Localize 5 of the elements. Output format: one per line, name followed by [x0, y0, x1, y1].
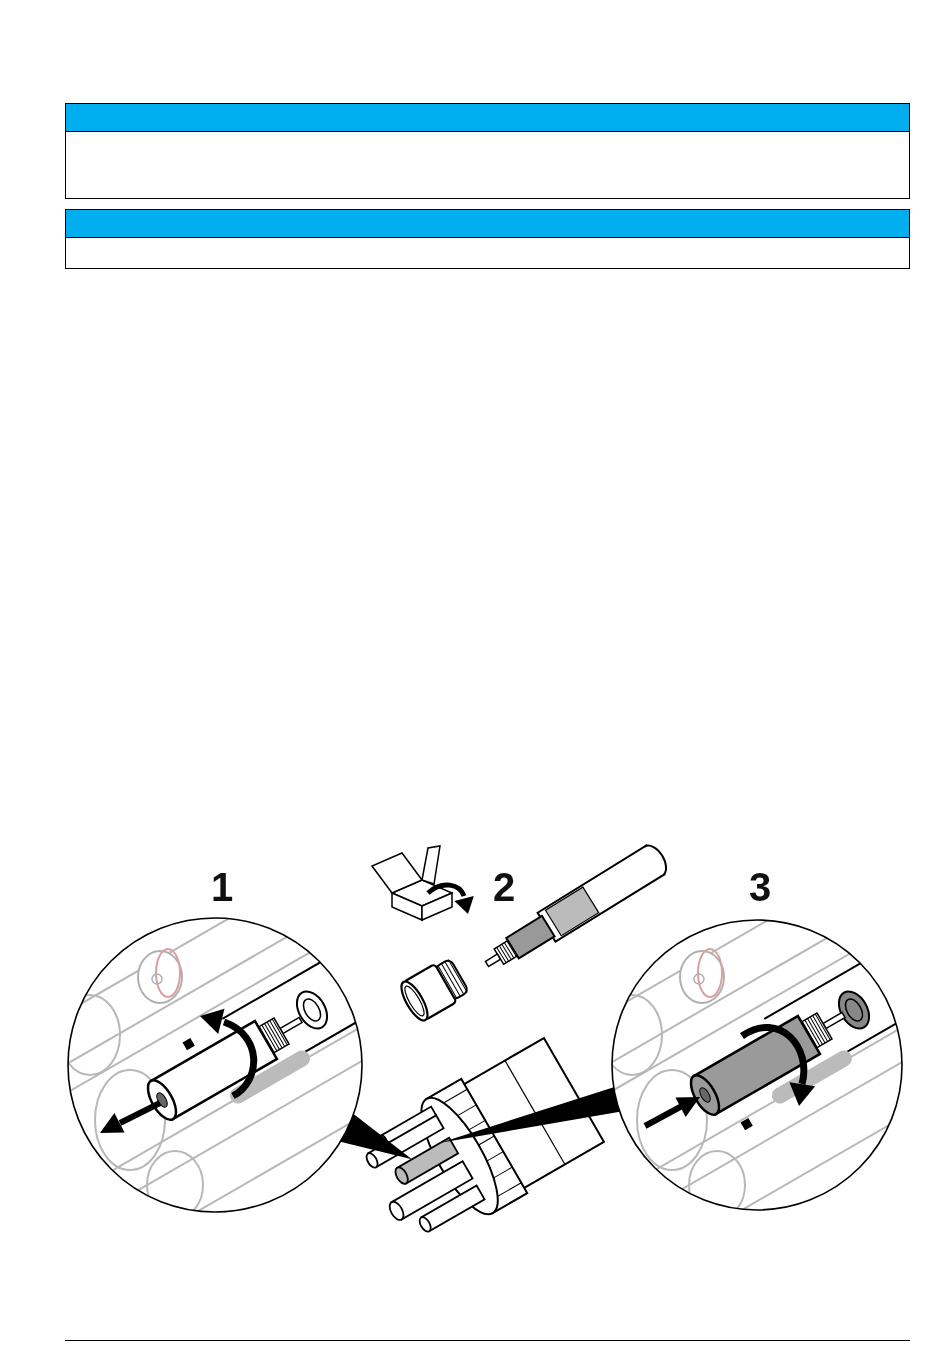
magnifier-wedge — [440, 1087, 620, 1143]
magnifier-wedge — [340, 1114, 412, 1160]
step-number: 3 — [748, 867, 772, 907]
step-number: 2 — [492, 867, 516, 907]
step-number: 1 — [210, 867, 234, 907]
